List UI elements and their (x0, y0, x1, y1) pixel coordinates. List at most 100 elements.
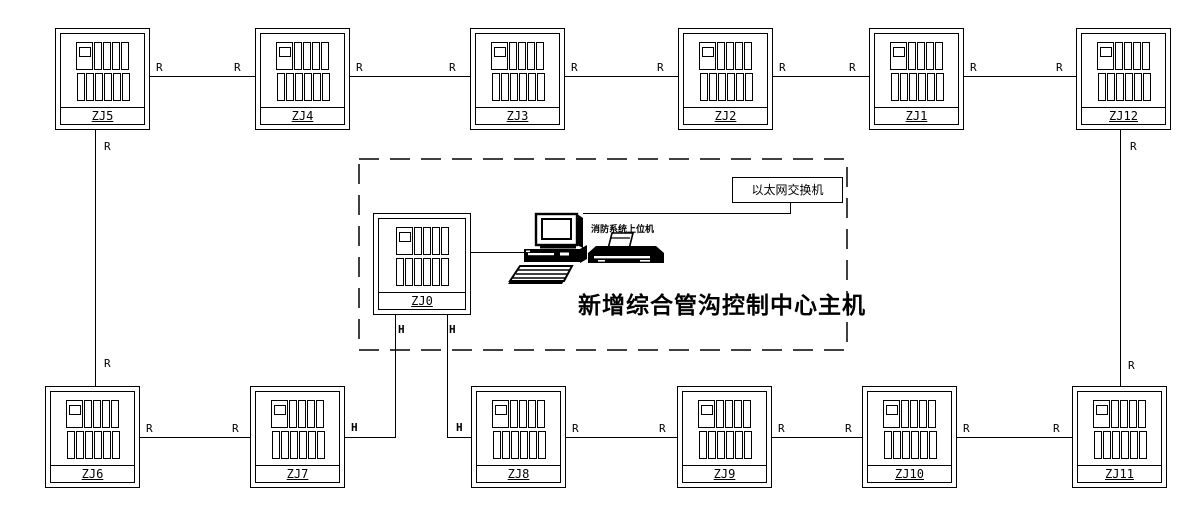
device-label: ZJ3 (476, 107, 559, 124)
wire (345, 437, 396, 438)
port-label-r: R (970, 61, 977, 74)
plc-io-slat (121, 73, 130, 101)
plc-io-slat (735, 73, 744, 101)
plc-io-slat (1115, 73, 1124, 101)
plc-cpu-module (395, 227, 413, 255)
port-label-r: R (156, 61, 163, 74)
port-label-r: R (963, 422, 970, 435)
plc-io-slat (519, 431, 528, 459)
plc-node-body: ZJ2 (683, 33, 768, 125)
plc-io-slat (294, 73, 303, 101)
plc-cpu-module (699, 42, 716, 70)
port-label-h: H (449, 323, 456, 336)
plc-cpu-module (492, 400, 509, 428)
plc-io-slat (899, 73, 908, 101)
plc-node-zj4: ZJ4 (255, 28, 350, 130)
plc-node-zj11: ZJ11 (1072, 386, 1167, 488)
desktop-computer-icon (508, 212, 587, 284)
plc-io-slat (405, 258, 413, 286)
plc-node-zj9: ZJ9 (677, 386, 772, 488)
plc-module-row-top (395, 227, 449, 255)
plc-io-slat (103, 42, 111, 70)
plc-node-zj10: ZJ10 (862, 386, 957, 488)
plc-io-slat (1142, 73, 1151, 101)
plc-module-row-bottom (276, 73, 330, 101)
plc-io-slat (1129, 400, 1137, 428)
port-label-r: R (571, 61, 578, 74)
port-label-h: H (456, 421, 463, 434)
wire (772, 437, 862, 438)
plc-io-slat (527, 42, 535, 70)
printer-icon (588, 232, 664, 263)
plc-io-slat (280, 431, 289, 459)
plc-cpu-module (66, 400, 83, 428)
plc-io-slat (744, 42, 752, 70)
plc-io-slat (1111, 400, 1119, 428)
plc-io-slat (910, 431, 919, 459)
wire (447, 437, 472, 438)
plc-io-slat (537, 400, 545, 428)
plc-node-zj6: ZJ6 (45, 386, 140, 488)
plc-io-slat (518, 42, 526, 70)
port-label-r: R (449, 61, 456, 74)
plc-io-slat (396, 258, 404, 286)
plc-io-slat (1138, 431, 1147, 459)
port-label-r: R (104, 140, 111, 153)
plc-io-slat (66, 431, 75, 459)
plc-io-slat (316, 431, 325, 459)
plc-io-slat (919, 400, 927, 428)
plc-io-slat (509, 73, 518, 101)
plc-node-zj0: ZJ0 (373, 213, 471, 315)
plc-io-slat (75, 431, 84, 459)
device-label: ZJ2 (684, 107, 767, 124)
plc-io-slat (510, 400, 518, 428)
plc-node-zj8: ZJ8 (471, 386, 566, 488)
port-label-r: R (1130, 140, 1137, 153)
plc-io-slat (734, 431, 743, 459)
plc-io-slat (423, 258, 431, 286)
plc-cpu-window (886, 405, 898, 415)
port-label-h: H (351, 421, 358, 434)
port-label-r: R (232, 422, 239, 435)
wire (773, 76, 869, 77)
plc-cpu-window (279, 47, 291, 57)
plc-io-slat (94, 42, 102, 70)
plc-io-slat (321, 73, 330, 101)
plc-io-slat (501, 431, 510, 459)
device-label: ZJ11 (1078, 465, 1161, 482)
port-label-r: R (1056, 61, 1063, 74)
plc-io-slat (743, 400, 751, 428)
plc-io-slat (1133, 73, 1142, 101)
plc-io-slat (744, 73, 753, 101)
plc-io-slat (716, 431, 725, 459)
plc-io-slat (1097, 73, 1106, 101)
plc-io-slat (303, 73, 312, 101)
plc-io-slat (102, 431, 111, 459)
plc-io-slat (316, 400, 324, 428)
plc-node-zj5: ZJ5 (55, 28, 150, 130)
plc-io-slat (492, 431, 501, 459)
plc-io-slat (726, 73, 735, 101)
plc-io-slat (103, 73, 112, 101)
plc-node-body: ZJ5 (60, 33, 145, 125)
plc-io-slat (307, 431, 316, 459)
plc-cpu-window (69, 405, 81, 415)
plc-io-slat (917, 73, 926, 101)
wire (566, 437, 677, 438)
ethernet-switch-label: 以太网交换机 (751, 183, 824, 197)
plc-io-slat (111, 400, 119, 428)
plc-module-row-bottom (76, 73, 130, 101)
plc-module-row-top (698, 400, 751, 428)
plc-io-slat (908, 42, 916, 70)
wire (583, 213, 790, 214)
plc-cpu-module (76, 42, 93, 70)
plc-io-slat (1120, 400, 1128, 428)
plc-io-slat (518, 73, 527, 101)
plc-node-body: ZJ8 (476, 391, 561, 483)
plc-cpu-module (883, 400, 900, 428)
plc-io-slat (1120, 431, 1129, 459)
device-label: ZJ12 (1082, 107, 1165, 124)
device-label: ZJ7 (256, 465, 339, 482)
plc-cpu-window (701, 405, 713, 415)
plc-io-slat (321, 42, 329, 70)
